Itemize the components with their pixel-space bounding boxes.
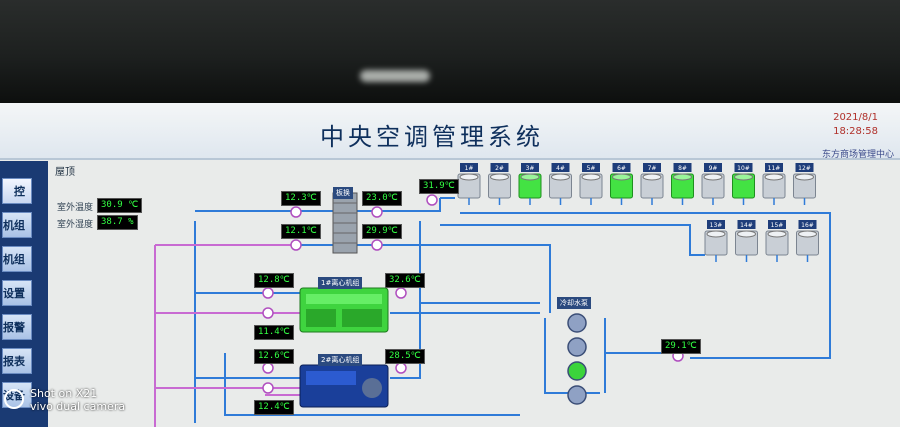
time: 18:28:58 (833, 126, 878, 137)
pane-title: 屋顶 (55, 167, 75, 178)
cooling-tower-label: 6# (617, 165, 626, 172)
cooling-tower-label: 4# (556, 165, 565, 172)
scada-screen: 中央空调管理系统 2021/8/1 18:28:58 东方商场管理中心 控 机组… (0, 103, 900, 427)
cooling-tower-8[interactable]: 8# (671, 163, 694, 205)
cooling-tower-label: 5# (587, 165, 596, 172)
sidebar: 控 机组 机组 设置 报警 报表 设备 (0, 161, 48, 427)
cooling-tower-2[interactable]: 2# (488, 163, 511, 205)
cooling-tower-label: 8# (678, 165, 687, 172)
pump-group-label: 冷却水泵 (557, 297, 591, 309)
cooling-tower-label: 7# (648, 165, 657, 172)
cooling-tower-4[interactable]: 4# (549, 163, 572, 205)
cooling-tower-label: 13# (710, 222, 723, 229)
cooling-tower-label: 10# (737, 165, 750, 172)
chiller-2-out-temp: 28.5℃ (385, 349, 425, 364)
camera-watermark-icon (4, 389, 24, 409)
hx-left-top-temp: 12.3℃ (281, 191, 321, 206)
sidebar-item-settings[interactable]: 设置 (2, 280, 32, 306)
cooling-tower-label: 2# (495, 165, 504, 172)
cooling-tower-label: 11# (768, 165, 781, 172)
cooling-tower-13[interactable]: 13# (704, 220, 728, 262)
cooling-tower-3[interactable]: 3# (518, 163, 542, 205)
cooling-tower-6[interactable]: 6# (610, 163, 633, 205)
date: 2021/8/1 (833, 112, 878, 123)
cooling-tower-label: 9# (709, 165, 718, 172)
cooling-tower-11[interactable]: 11# (762, 163, 786, 205)
outdoor-humidity-value: 38.7 % (97, 215, 138, 230)
sidebar-item-alarm[interactable]: 报警 (2, 314, 32, 340)
outdoor-temp-label: 室外温度 (57, 203, 94, 213)
ceiling-light-reflection (360, 70, 430, 82)
sidebar-item-report[interactable]: 报表 (2, 348, 32, 374)
chiller-2-in-temp: 12.6℃ (254, 349, 294, 364)
watermark-line2: vivo dual camera (30, 400, 126, 413)
sidebar-item-units-2[interactable]: 机组 (2, 246, 32, 272)
hx-right-top-temp: 23.0℃ (362, 191, 402, 206)
watermark-line1: Shot on X21 (30, 387, 98, 400)
piping-diagram: 1# 2# 3# 4# 5# 6# 7# 8# 9# 10# 11# 12# 13# 14# 15# 16# (154, 163, 831, 427)
cooling-tower-label: 15# (771, 222, 784, 229)
cooling-tower-7[interactable]: 7# (640, 163, 664, 205)
chiller-1-label: 1#离心机组 (318, 277, 363, 289)
header: 中央空调管理系统 2021/8/1 18:28:58 东方商场管理中心 (0, 103, 900, 160)
chiller-1-low-temp: 11.4℃ (254, 325, 294, 340)
outdoor-temp-value: 30.9 ℃ (97, 198, 143, 213)
sidebar-item-control[interactable]: 控 (2, 178, 32, 204)
cooling-tower-16[interactable]: 16# (796, 220, 819, 262)
hx-right-bottom-temp: 29.9℃ (362, 224, 402, 239)
cooling-tower-10[interactable]: 10# (732, 163, 755, 205)
hx-left-bottom-temp: 12.1℃ (281, 224, 321, 239)
chiller-1-out-temp: 32.6℃ (385, 273, 425, 288)
cooling-tower-label: 14# (740, 222, 753, 229)
cooling-tower-12[interactable]: 12# (793, 163, 816, 205)
cooling-tower-5[interactable]: 5# (579, 163, 603, 205)
tower-supply-temp: 31.9℃ (419, 179, 459, 194)
cooling-tower-label: 1# (465, 165, 474, 172)
datetime: 2021/8/1 18:28:58 (833, 111, 878, 139)
plate-exchanger-label: 板换 (333, 187, 353, 199)
cooling-tower-label: 12# (798, 165, 811, 172)
pump-return-temp: 29.1℃ (661, 339, 701, 354)
camera-watermark: Shot on X21 vivo dual camera (30, 387, 125, 413)
sidebar-item-units[interactable]: 机组 (2, 212, 32, 238)
cooling-tower-1[interactable]: 1# (457, 163, 481, 205)
org-name: 东方商场管理中心 (821, 150, 894, 160)
page-title: 中央空调管理系统 (320, 123, 544, 151)
outdoor-humidity-label: 室外湿度 (57, 220, 94, 230)
monitor-bezel (0, 0, 900, 103)
chiller-2-low-temp: 12.4℃ (254, 400, 294, 415)
cooling-tower-9[interactable]: 9# (701, 163, 725, 205)
cooling-tower-label: 3# (526, 165, 535, 172)
cooling-tower-15[interactable]: 15# (765, 220, 789, 262)
chiller-1-in-temp: 12.8℃ (254, 273, 294, 288)
cooling-tower-14[interactable]: 14# (735, 220, 758, 262)
cooling-tower-label: 16# (801, 222, 814, 229)
chiller-2-label: 2#离心机组 (318, 354, 363, 366)
